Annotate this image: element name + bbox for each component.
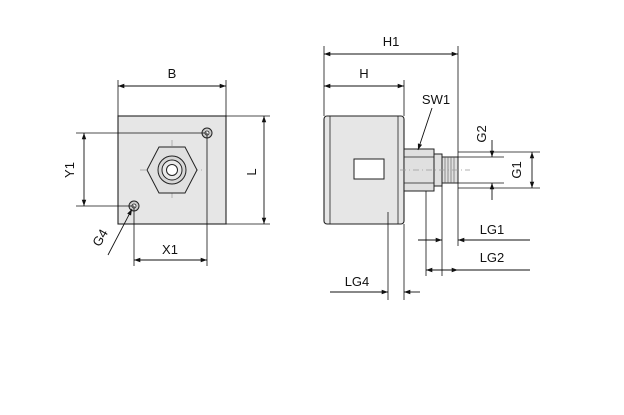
label-h1: H1: [383, 34, 400, 49]
front-view: B L Y1 X1 G4: [62, 66, 270, 266]
label-g4: G4: [89, 226, 111, 249]
side-view: H1 H SW1 G2 G1 LG1 LG2 LG: [323, 34, 540, 300]
label-b: B: [168, 66, 177, 81]
label-lg4: LG4: [345, 274, 370, 289]
front-port-inner: [166, 164, 178, 176]
sw1-leader: [417, 107, 433, 151]
g4-leader: [107, 208, 133, 256]
label-l: L: [244, 168, 259, 175]
label-lg2: LG2: [480, 250, 505, 265]
label-h: H: [359, 66, 368, 81]
label-sw1: SW1: [422, 92, 450, 107]
label-g2: G2: [474, 125, 489, 142]
label-y1: Y1: [62, 162, 77, 178]
side-window: [353, 158, 385, 180]
label-lg1: LG1: [480, 222, 505, 237]
label-x1: X1: [162, 242, 178, 257]
label-g1: G1: [509, 161, 524, 178]
